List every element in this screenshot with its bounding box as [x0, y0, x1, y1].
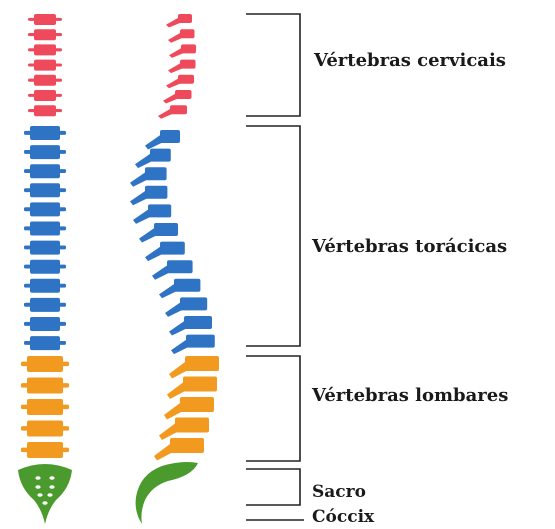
side-sacrum	[136, 462, 198, 524]
front-thoracic-vertebra	[24, 241, 66, 255]
front-sacrum	[18, 464, 72, 524]
front-cervical-vertebra	[28, 44, 62, 55]
side-thoracic-vertebra	[171, 335, 215, 355]
front-thoracic-vertebra	[24, 317, 66, 331]
front-lumbar-vertebra	[21, 399, 69, 415]
front-thoracic-vertebra	[24, 164, 66, 178]
label-coccyx: Cóccix	[312, 507, 375, 527]
bracket-lumbar	[246, 356, 300, 461]
label-lumbar: Vértebras lombares	[311, 385, 508, 406]
front-cervical-vertebra	[28, 105, 62, 116]
side-thoracic-vertebra	[152, 260, 193, 280]
side-thoracic-vertebra	[135, 149, 171, 169]
side-cervical-vertebra	[166, 75, 194, 89]
side-thoracic-vertebra	[165, 297, 207, 317]
front-cervical-vertebra	[28, 90, 62, 101]
side-cervical-vertebra	[169, 44, 196, 58]
side-cervical-vertebra	[168, 60, 196, 74]
side-thoracic-vertebra	[133, 204, 171, 224]
side-thoracic-vertebra	[145, 130, 180, 150]
front-thoracic-vertebra	[24, 298, 66, 312]
side-thoracic-vertebra	[130, 186, 167, 206]
front-lumbar-vertebra	[21, 378, 69, 394]
front-lumbar-vertebra	[21, 442, 69, 458]
side-lumbar-vertebra	[167, 377, 217, 400]
front-thoracic-vertebra	[24, 279, 66, 293]
label-thoracic: Vértebras torácicas	[311, 236, 507, 257]
front-cervical-vertebra	[28, 14, 62, 25]
side-thoracic-vertebra	[139, 223, 178, 243]
side-cervical-vertebra	[163, 90, 192, 104]
side-lumbar-vertebra	[159, 418, 209, 441]
sacral-foramen	[49, 476, 54, 480]
side-lumbar-vertebra	[154, 438, 204, 461]
front-cervical-vertebra	[28, 60, 62, 71]
label-sacrum: Sacro	[312, 482, 366, 502]
front-lumbar-vertebra	[21, 421, 69, 437]
front-cervical-vertebra	[28, 75, 62, 86]
bracket-cervical	[246, 14, 300, 116]
sacral-foramen	[47, 493, 52, 497]
front-thoracic-vertebra	[24, 222, 66, 236]
front-thoracic-vertebra	[24, 202, 66, 216]
side-thoracic-vertebra	[130, 167, 167, 187]
side-view-spine	[130, 14, 219, 524]
label-cervical: Vértebras cervicais	[313, 50, 506, 71]
side-thoracic-vertebra	[159, 279, 200, 299]
sacral-foramen	[37, 493, 42, 497]
front-thoracic-vertebra	[24, 183, 66, 197]
front-view-spine	[18, 14, 72, 524]
front-thoracic-vertebra	[24, 126, 66, 140]
front-thoracic-vertebra	[24, 336, 66, 350]
sacral-foramen	[35, 476, 40, 480]
sacral-foramen	[35, 485, 40, 489]
side-thoracic-vertebra	[145, 242, 185, 262]
front-lumbar-vertebra	[21, 356, 69, 372]
region-brackets	[246, 14, 304, 520]
front-thoracic-vertebra	[24, 145, 66, 159]
side-cervical-vertebra	[158, 105, 187, 119]
sacral-foramen	[49, 485, 54, 489]
side-lumbar-vertebra	[169, 356, 219, 379]
front-cervical-vertebra	[28, 29, 62, 40]
bracket-thoracic	[246, 126, 300, 346]
bracket-sacrum	[246, 469, 300, 505]
side-cervical-vertebra	[168, 29, 195, 43]
side-cervical-vertebra	[166, 14, 192, 28]
front-thoracic-vertebra	[24, 260, 66, 274]
sacral-foramen	[42, 501, 47, 505]
side-thoracic-vertebra	[169, 316, 212, 336]
side-lumbar-vertebra	[164, 397, 214, 420]
